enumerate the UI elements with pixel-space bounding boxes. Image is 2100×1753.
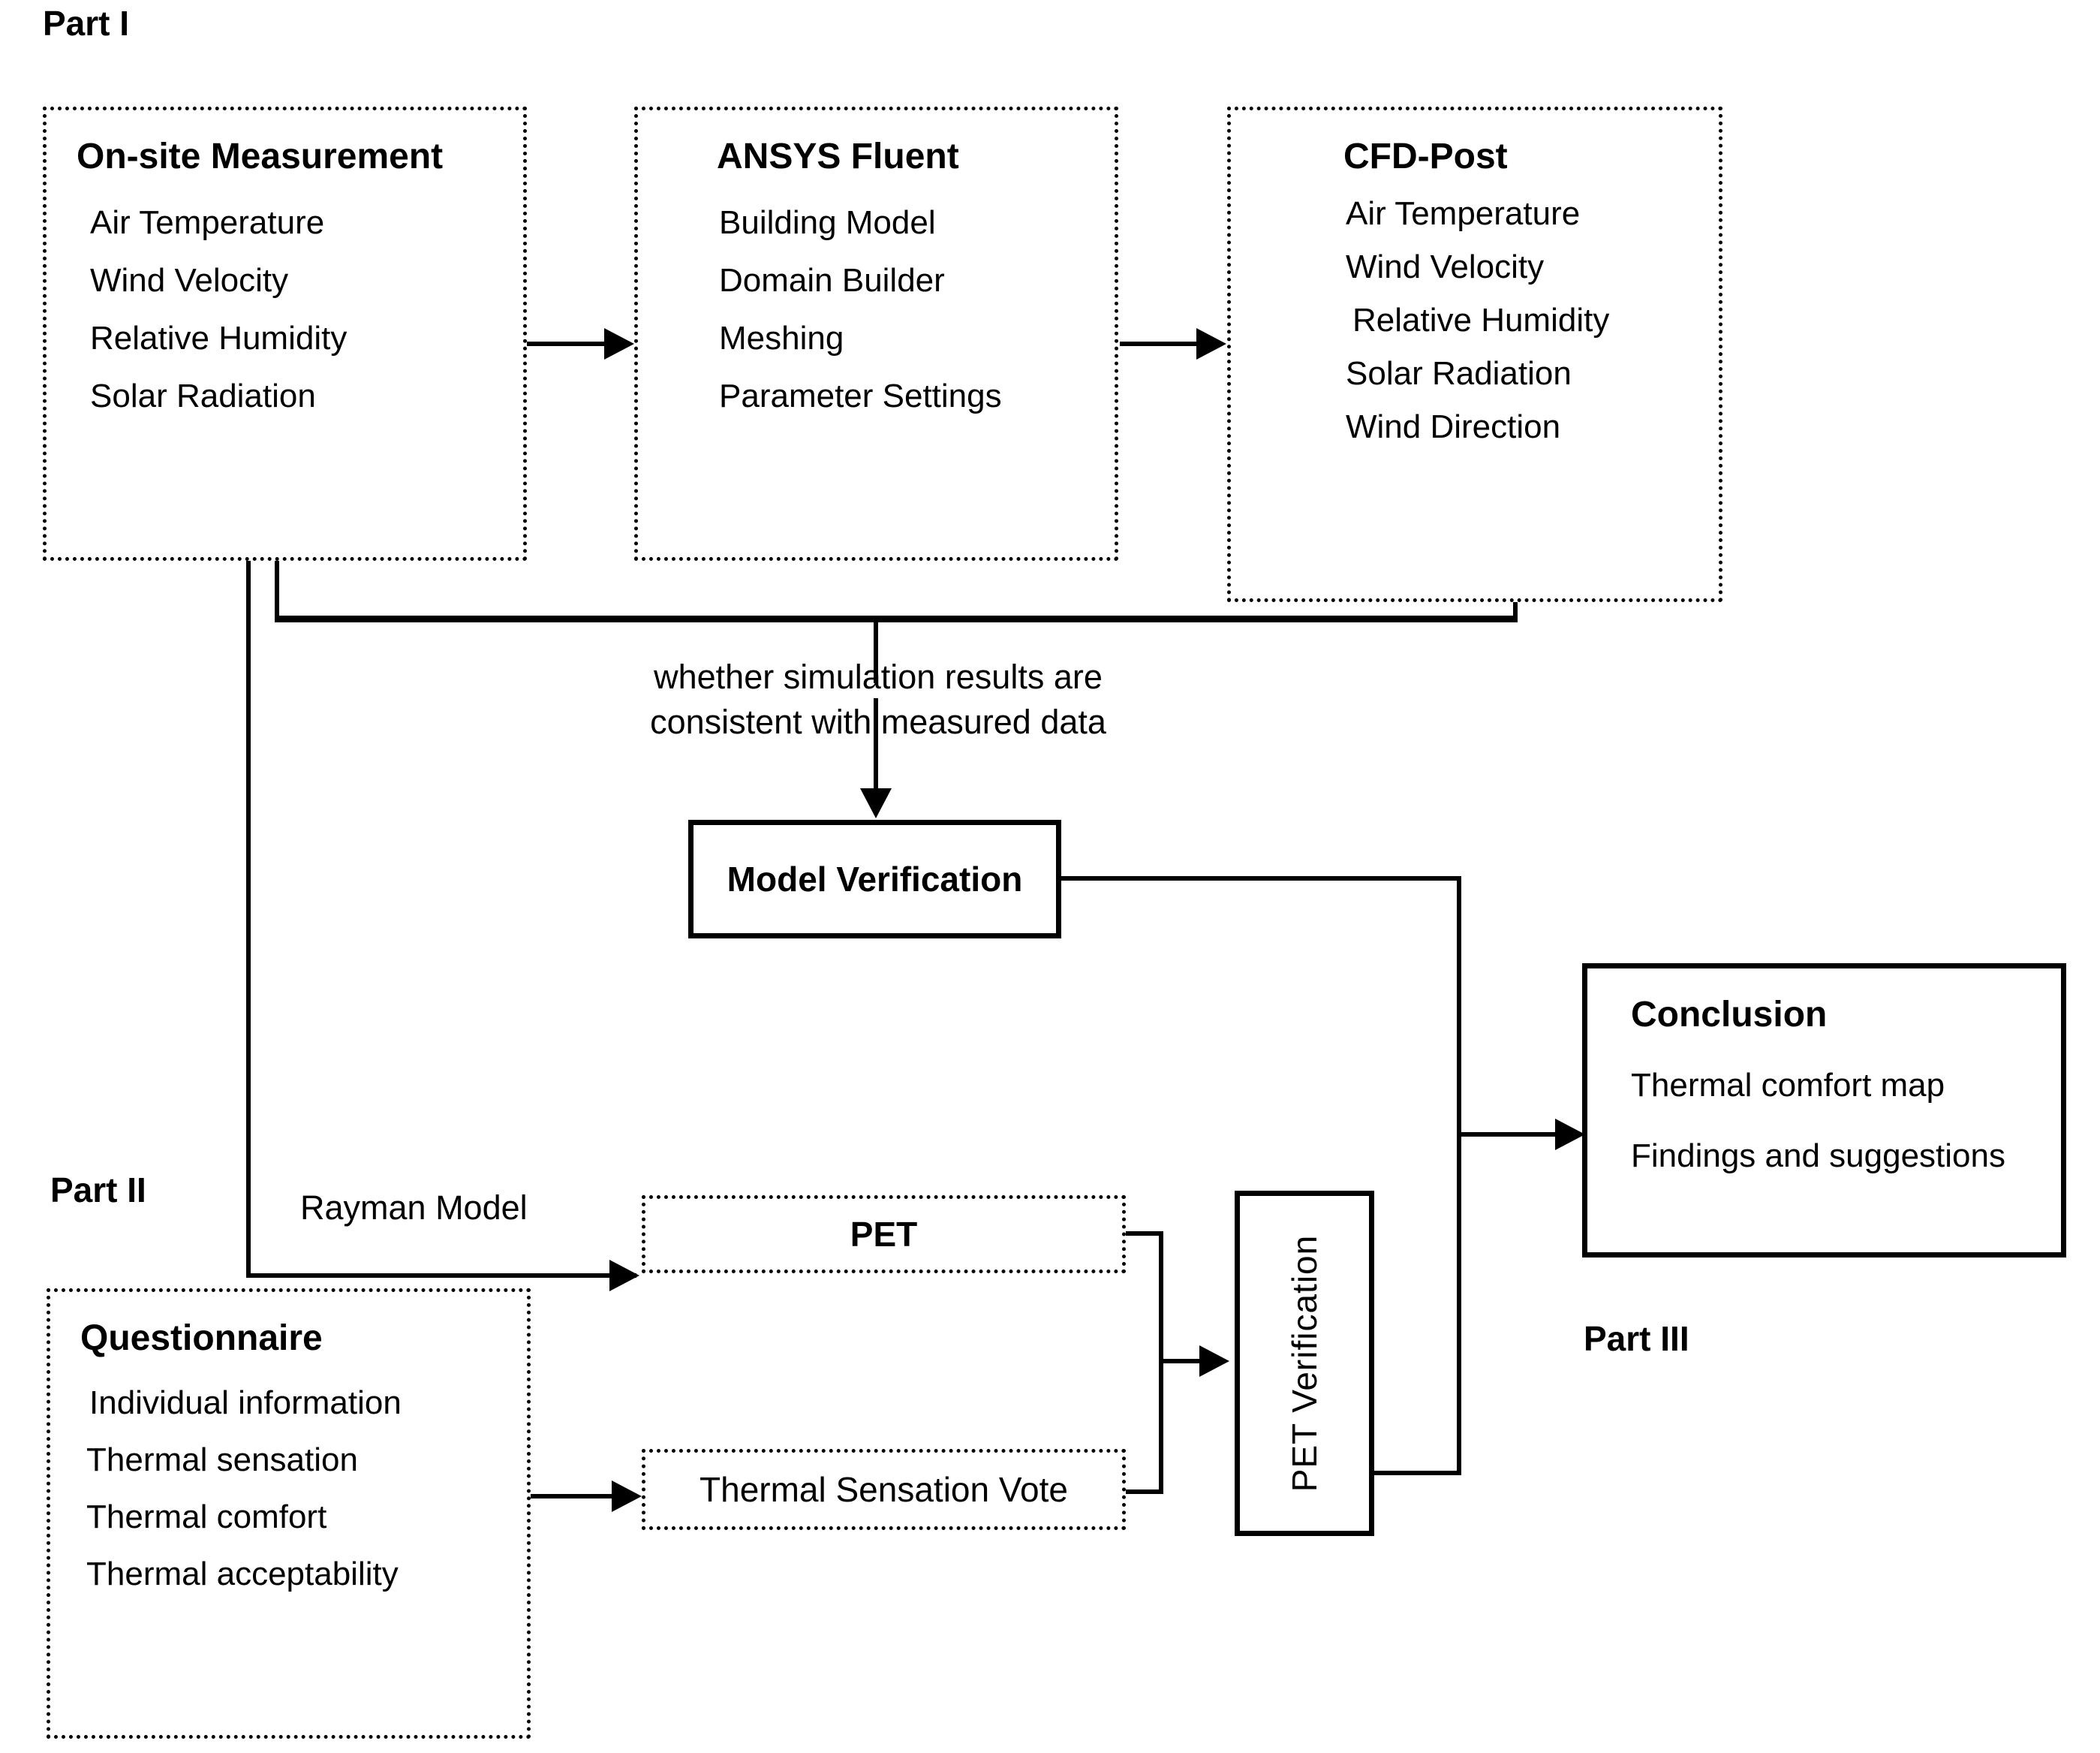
node-on-site-measurement[interactable]: On-site Measurement Air Temperature Wind… bbox=[43, 107, 527, 561]
edge-questionnaire-to-tsv-arrowhead bbox=[612, 1480, 642, 1512]
edge-rayman-arrowhead bbox=[609, 1260, 639, 1291]
cfd-post-item-wind-direction: Wind Direction bbox=[1346, 408, 1561, 445]
verification-question-line-1: whether simulation results are bbox=[654, 658, 1103, 696]
edge-merge-to-pet-verification-arrowhead bbox=[1199, 1345, 1229, 1377]
node-questionnaire[interactable]: Questionnaire Individual information The… bbox=[47, 1288, 531, 1739]
edge-model-verification-down bbox=[1457, 876, 1461, 1475]
edge-tsv-out-line bbox=[1126, 1489, 1163, 1494]
on-site-item-wind-velocity: Wind Velocity bbox=[90, 262, 289, 299]
questionnaire-title: Questionnaire bbox=[80, 1318, 323, 1358]
edge-cfdpost-down-to-bus bbox=[1513, 602, 1518, 621]
edge-merge-bus bbox=[275, 616, 1518, 622]
node-cfd-post[interactable]: CFD-Post Air Temperature Wind Velocity R… bbox=[1227, 107, 1722, 602]
verification-question-line-2: consistent with measured data bbox=[650, 703, 1106, 741]
part-two-label: Part II bbox=[50, 1170, 146, 1209]
on-site-measurement-title: On-site Measurement bbox=[77, 137, 444, 176]
edge-onsite-to-ansys-line bbox=[527, 342, 608, 346]
pet-verification-label: PET Verification bbox=[1285, 1234, 1324, 1492]
cfd-post-item-relative-humidity: Relative Humidity bbox=[1352, 302, 1610, 339]
ansys-fluent-title: ANSYS Fluent bbox=[717, 137, 959, 176]
questionnaire-item-individual-information: Individual information bbox=[89, 1384, 402, 1421]
thermal-sensation-vote-label: Thermal Sensation Vote bbox=[699, 1470, 1068, 1509]
questionnaire-item-thermal-acceptability: Thermal acceptability bbox=[86, 1556, 399, 1592]
node-model-verification[interactable]: Model Verification bbox=[688, 820, 1061, 938]
ansys-item-domain-builder: Domain Builder bbox=[719, 262, 945, 299]
questionnaire-item-thermal-comfort: Thermal comfort bbox=[86, 1498, 327, 1535]
cfd-post-item-solar-radiation: Solar Radiation bbox=[1346, 355, 1572, 392]
edge-onsite-to-ansys-arrowhead bbox=[604, 328, 634, 360]
cfd-post-item-air-temperature: Air Temperature bbox=[1346, 195, 1581, 232]
cfd-post-item-wind-velocity: Wind Velocity bbox=[1346, 248, 1545, 285]
ansys-item-meshing: Meshing bbox=[719, 320, 844, 357]
conclusion-item-thermal-comfort-map: Thermal comfort map bbox=[1631, 1067, 1945, 1104]
edge-pet-out-line bbox=[1126, 1231, 1163, 1236]
edge-trunk-to-conclusion-arrowhead bbox=[1555, 1119, 1585, 1150]
edge-onsite-down-to-bus bbox=[275, 561, 279, 621]
part-three-label: Part III bbox=[1584, 1319, 1689, 1358]
node-pet-verification[interactable]: PET Verification bbox=[1235, 1191, 1374, 1536]
edge-rayman-horizontal bbox=[246, 1273, 636, 1278]
on-site-item-relative-humidity: Relative Humidity bbox=[90, 320, 347, 357]
node-pet[interactable]: PET bbox=[642, 1195, 1126, 1273]
ansys-item-parameter-settings: Parameter Settings bbox=[719, 378, 1002, 414]
node-thermal-sensation-vote[interactable]: Thermal Sensation Vote bbox=[642, 1449, 1126, 1530]
edge-trunk-to-conclusion-line bbox=[1457, 1132, 1566, 1137]
edge-pet-verification-right bbox=[1373, 1471, 1461, 1475]
edge-ansys-to-cfdpost-arrowhead bbox=[1196, 328, 1226, 360]
model-verification-label: Model Verification bbox=[727, 860, 1023, 899]
edge-model-verification-right bbox=[1061, 876, 1461, 881]
on-site-item-solar-radiation: Solar Radiation bbox=[90, 378, 316, 414]
edge-question-to-model-verification-line bbox=[874, 698, 878, 796]
node-ansys-fluent[interactable]: ANSYS Fluent Building Model Domain Build… bbox=[634, 107, 1118, 561]
node-conclusion[interactable]: Conclusion Thermal comfort map Findings … bbox=[1582, 963, 2066, 1258]
pet-label: PET bbox=[850, 1215, 918, 1254]
edge-merge-to-pet-verification-line bbox=[1159, 1359, 1205, 1363]
edge-bus-to-question-label bbox=[874, 616, 878, 683]
edge-question-to-model-verification-arrowhead bbox=[860, 788, 892, 818]
cfd-post-title: CFD-Post bbox=[1343, 137, 1508, 176]
conclusion-item-findings-and-suggestions: Findings and suggestions bbox=[1631, 1137, 2005, 1174]
part-one-label: Part I bbox=[43, 4, 130, 43]
ansys-item-building-model: Building Model bbox=[719, 204, 936, 241]
rayman-model-edge-label: Rayman Model bbox=[300, 1188, 528, 1227]
edge-questionnaire-to-tsv-line bbox=[531, 1494, 617, 1498]
on-site-item-air-temperature: Air Temperature bbox=[90, 204, 325, 241]
edge-onsite-to-rayman-vertical bbox=[246, 561, 251, 1278]
conclusion-title: Conclusion bbox=[1631, 995, 1828, 1035]
questionnaire-item-thermal-sensation: Thermal sensation bbox=[86, 1441, 358, 1478]
edge-ansys-to-cfdpost-line bbox=[1120, 342, 1200, 346]
